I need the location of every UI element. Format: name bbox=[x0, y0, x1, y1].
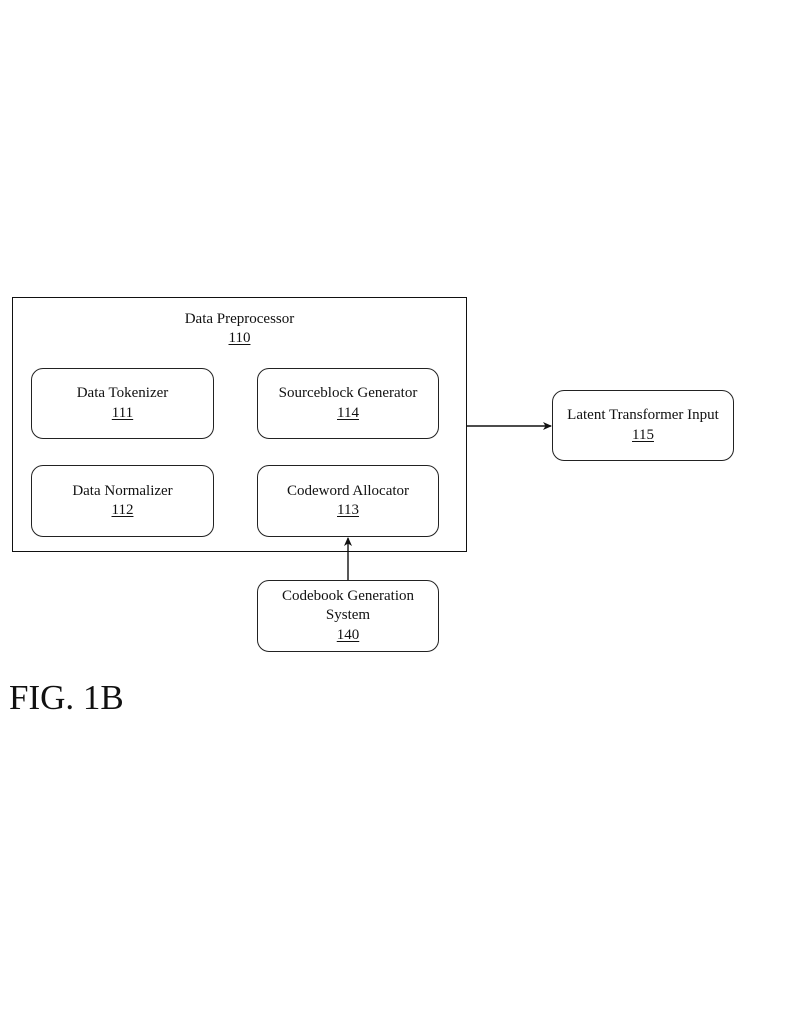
codeword-allocator-title: Codeword Allocator bbox=[286, 482, 410, 499]
sourceblock-generator-title: Sourceblock Generator bbox=[278, 385, 418, 401]
data-tokenizer-box: Data Tokenizer 111 bbox=[31, 368, 214, 439]
data-preprocessor-title: Data Preprocessor bbox=[184, 311, 295, 327]
sourceblock-generator-ref: 114 bbox=[337, 404, 359, 421]
data-preprocessor-ref: 110 bbox=[228, 330, 251, 346]
codebook-title-line1: Codebook Generation bbox=[281, 587, 415, 604]
data-preprocessor-container: Data Preprocessor 110 bbox=[12, 297, 467, 552]
codebook-title-line2: System bbox=[325, 607, 371, 624]
sourceblock-generator-box: Sourceblock Generator 114 bbox=[257, 368, 439, 439]
codeword-allocator-ref: 113 bbox=[337, 502, 359, 518]
data-normalizer-title: Data Normalizer bbox=[72, 482, 173, 499]
data-normalizer-ref: 112 bbox=[111, 502, 134, 518]
figure-label: FIG. 1B bbox=[9, 678, 124, 717]
data-tokenizer-ref: 111 bbox=[111, 404, 134, 421]
data-tokenizer-title: Data Tokenizer bbox=[76, 385, 169, 401]
latent-transformer-input-ref: 115 bbox=[632, 426, 654, 443]
codebook-ref: 140 bbox=[336, 626, 360, 643]
data-preprocessor-label: Data Preprocessor 110 bbox=[13, 310, 466, 348]
codebook-generation-system-box: Codebook Generation System 140 bbox=[257, 580, 439, 652]
data-normalizer-box: Data Normalizer 112 bbox=[31, 465, 214, 537]
latent-transformer-input-title: Latent Transformer Input bbox=[567, 407, 719, 423]
codeword-allocator-box: Codeword Allocator 113 bbox=[257, 465, 439, 537]
latent-transformer-input-box: Latent Transformer Input 115 bbox=[552, 390, 734, 461]
